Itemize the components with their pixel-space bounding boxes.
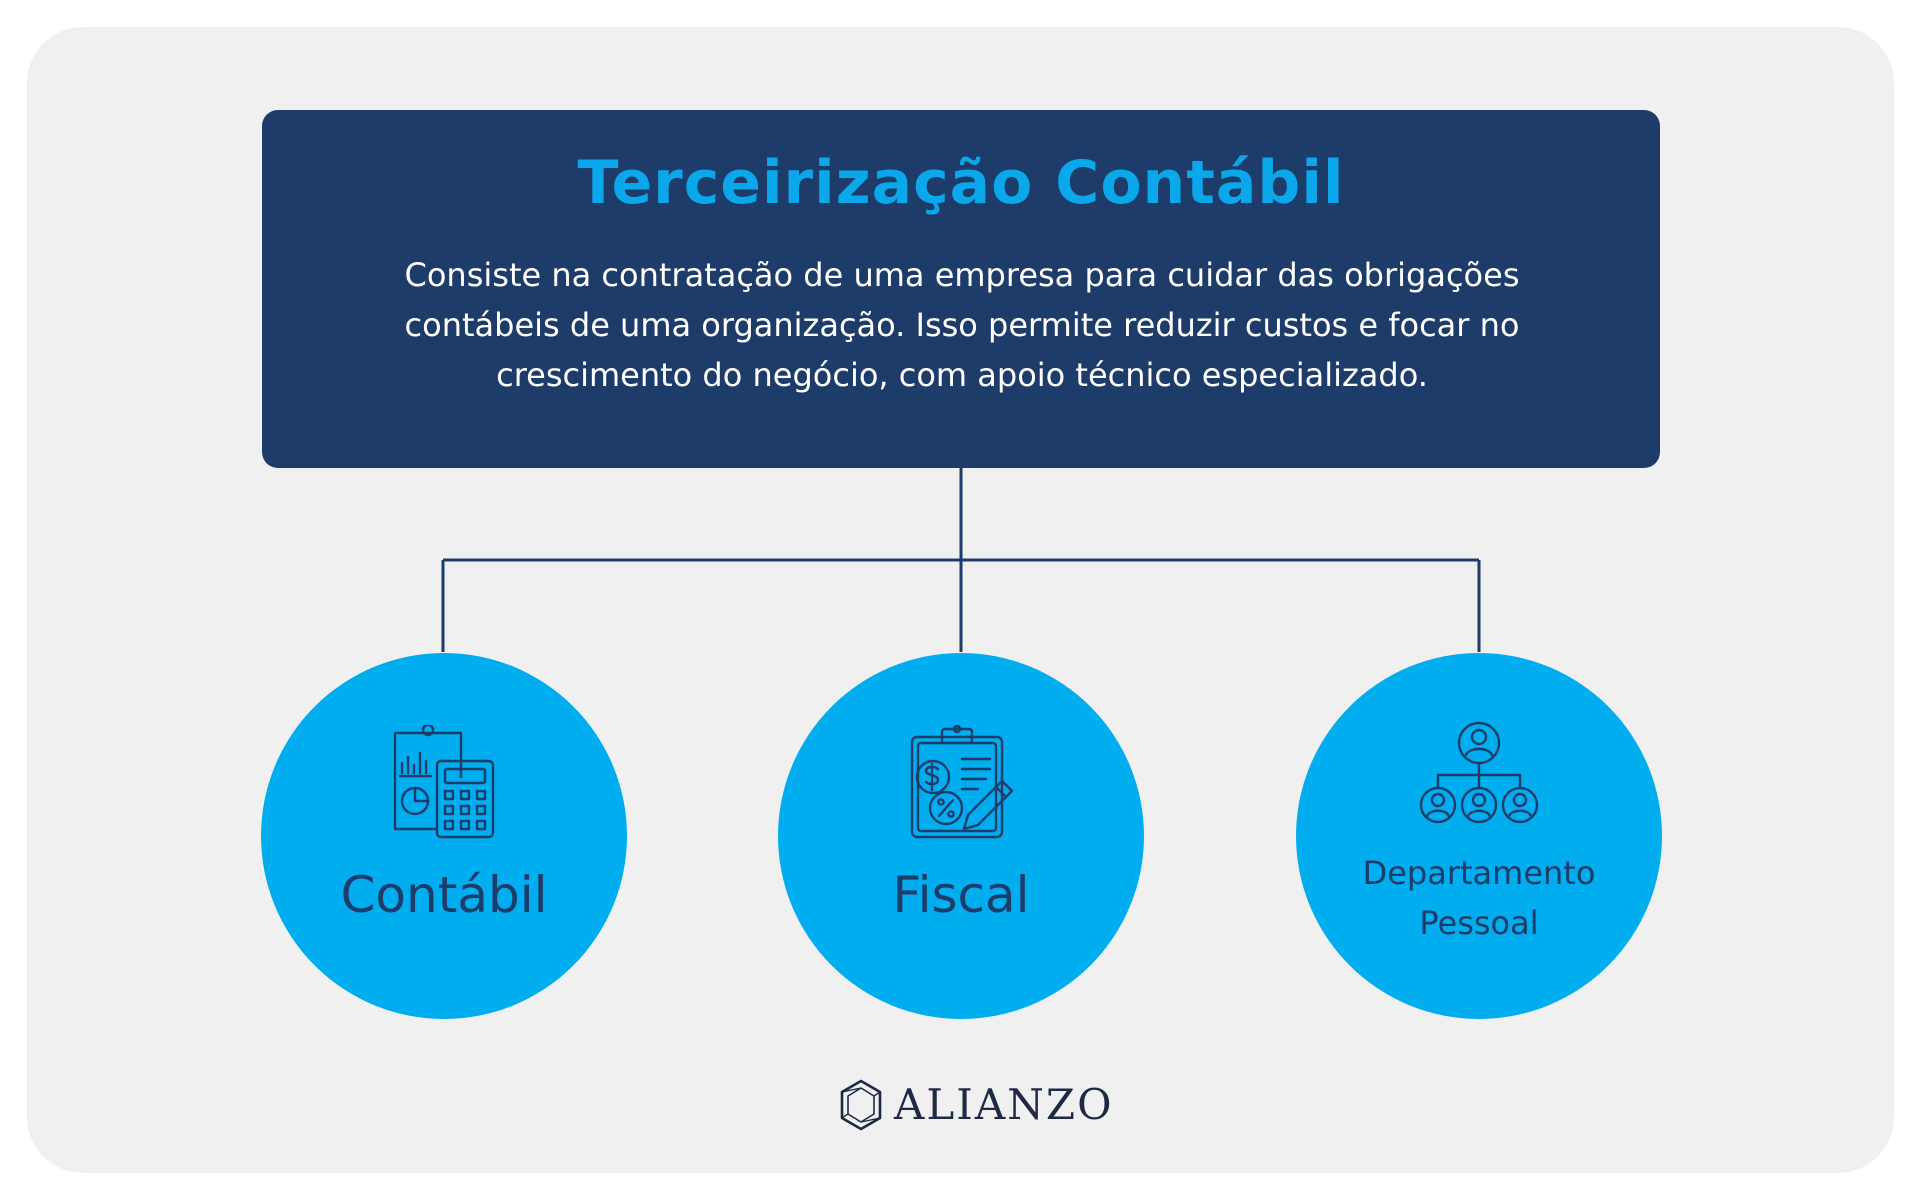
node-fiscal: Fiscal: [778, 653, 1144, 1019]
node-label: Fiscal: [892, 866, 1030, 924]
node-label-line-2: Pessoal: [1419, 904, 1539, 942]
tax-document-icon: [910, 725, 1014, 839]
logo-wordmark: ALIANZO: [894, 1080, 1114, 1129]
logo-mark-icon: [840, 1079, 882, 1131]
header-box: Terceirização Contábil Consiste na contr…: [262, 110, 1660, 468]
node-label: Contábil: [340, 866, 548, 924]
description-line-2: contábeis de uma organização. Isso permi…: [404, 306, 1520, 344]
diagram-title: Terceirização Contábil: [577, 148, 1345, 218]
node-contabil: Contábil: [261, 653, 627, 1019]
node-departamento-pessoal: Departamento Pessoal: [1296, 653, 1662, 1019]
org-chart-people-icon: [1419, 721, 1539, 824]
node-label: Departamento Pessoal: [1296, 848, 1662, 948]
calculator-chart-icon: [393, 725, 495, 839]
node-label-line-1: Departamento: [1362, 854, 1596, 892]
alianzo-logo: ALIANZO: [836, 1078, 1112, 1132]
description-line-1: Consiste na contratação de uma empresa p…: [404, 256, 1520, 294]
diagram-description: Consiste na contratação de uma empresa p…: [352, 250, 1572, 400]
description-line-3: crescimento do negócio, com apoio técnic…: [496, 356, 1428, 394]
